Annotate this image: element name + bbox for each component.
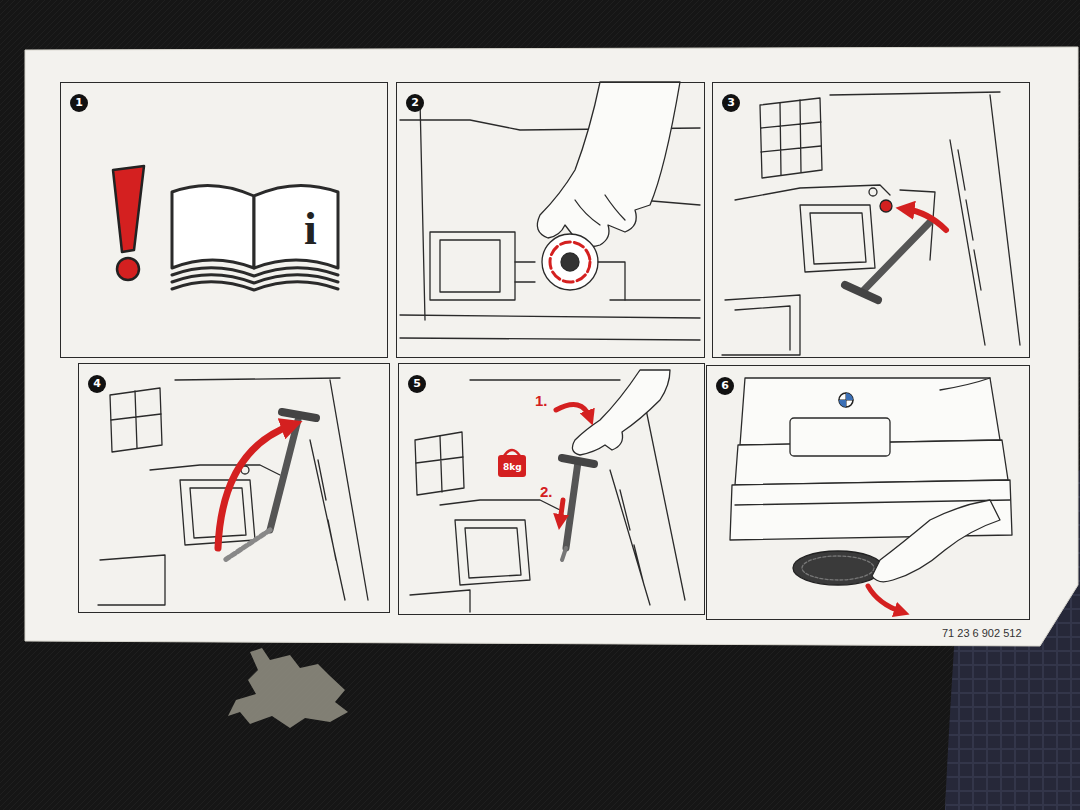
red-arrow xyxy=(556,405,590,418)
step-marker: 1. xyxy=(535,392,548,409)
red-arrow xyxy=(218,425,292,548)
step-number: 1 xyxy=(70,94,88,112)
instruction-panel: 1 xyxy=(60,82,388,358)
step-marker: 2. xyxy=(540,483,553,500)
release-point xyxy=(880,200,892,212)
step-number: 2 xyxy=(406,94,424,112)
spare-wheel xyxy=(793,551,883,585)
info-letter: i xyxy=(304,202,317,255)
part-number: 71 23 6 902 512 xyxy=(942,627,1022,639)
sticker-residue xyxy=(228,648,348,728)
trunk-drawing xyxy=(98,378,368,605)
weight-label: 8kg xyxy=(503,462,522,472)
red-arrow xyxy=(905,209,946,230)
step-number: 3 xyxy=(722,94,740,112)
instruction-panel: 6 xyxy=(706,365,1030,620)
instruction-panel: 3 xyxy=(712,82,1030,358)
exclamation-dot xyxy=(117,258,139,280)
bmw-roundel xyxy=(839,393,853,407)
book-icon xyxy=(172,185,338,290)
exclamation-symbol xyxy=(113,166,144,252)
instruction-panel: 2 xyxy=(396,82,705,358)
filler-cap xyxy=(542,234,625,300)
step-number: 4 xyxy=(88,375,106,393)
sticker xyxy=(25,47,1078,646)
step-number: 6 xyxy=(716,377,734,395)
step-number: 5 xyxy=(408,375,426,393)
hand-drawing xyxy=(872,500,1000,582)
instruction-panel: 4 xyxy=(78,363,390,613)
wheel-brace xyxy=(562,458,594,560)
red-arrow xyxy=(560,500,563,522)
wheel-brace xyxy=(845,222,930,300)
weight-icon xyxy=(498,455,526,477)
red-arrow xyxy=(868,586,902,612)
trunk-drawing xyxy=(722,92,1020,355)
hand-drawing xyxy=(537,82,680,246)
